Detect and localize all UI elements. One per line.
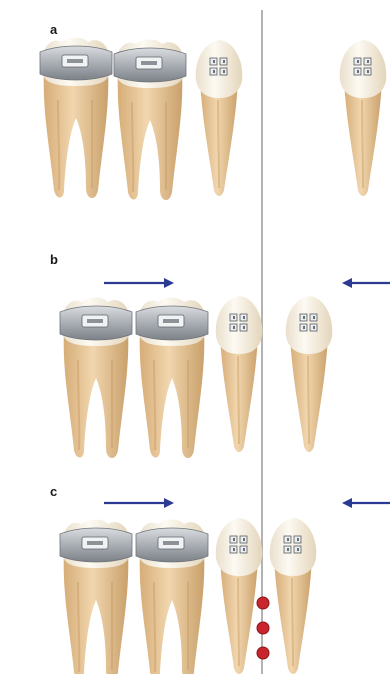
contact-dot-icon [257, 622, 269, 634]
molar-band-icon [60, 520, 132, 674]
panel-a [40, 38, 386, 201]
panel-label-b: b [50, 252, 58, 267]
molar-band-icon [60, 298, 132, 459]
bracket-icon [270, 518, 317, 674]
molar-band-icon [136, 298, 208, 459]
bracket-icon [196, 40, 243, 196]
arrow-right-icon [104, 498, 174, 508]
arrow-right-icon [104, 278, 174, 288]
contact-dot-icon [257, 597, 269, 609]
molar-band-icon [114, 40, 186, 201]
bracket-icon [216, 518, 263, 674]
panel-b [60, 278, 390, 458]
molar-band-icon [40, 38, 112, 199]
arrow-left-icon [342, 498, 390, 508]
molar-band-icon [136, 520, 208, 674]
contact-dot-icon [257, 647, 269, 659]
bracket-icon [216, 296, 263, 452]
bracket-icon [340, 40, 387, 196]
bracket-icon [286, 296, 333, 452]
panel-label-a: a [50, 22, 57, 37]
panel-label-c: c [50, 484, 57, 499]
arrow-left-icon [342, 278, 390, 288]
panel-c [60, 498, 390, 674]
